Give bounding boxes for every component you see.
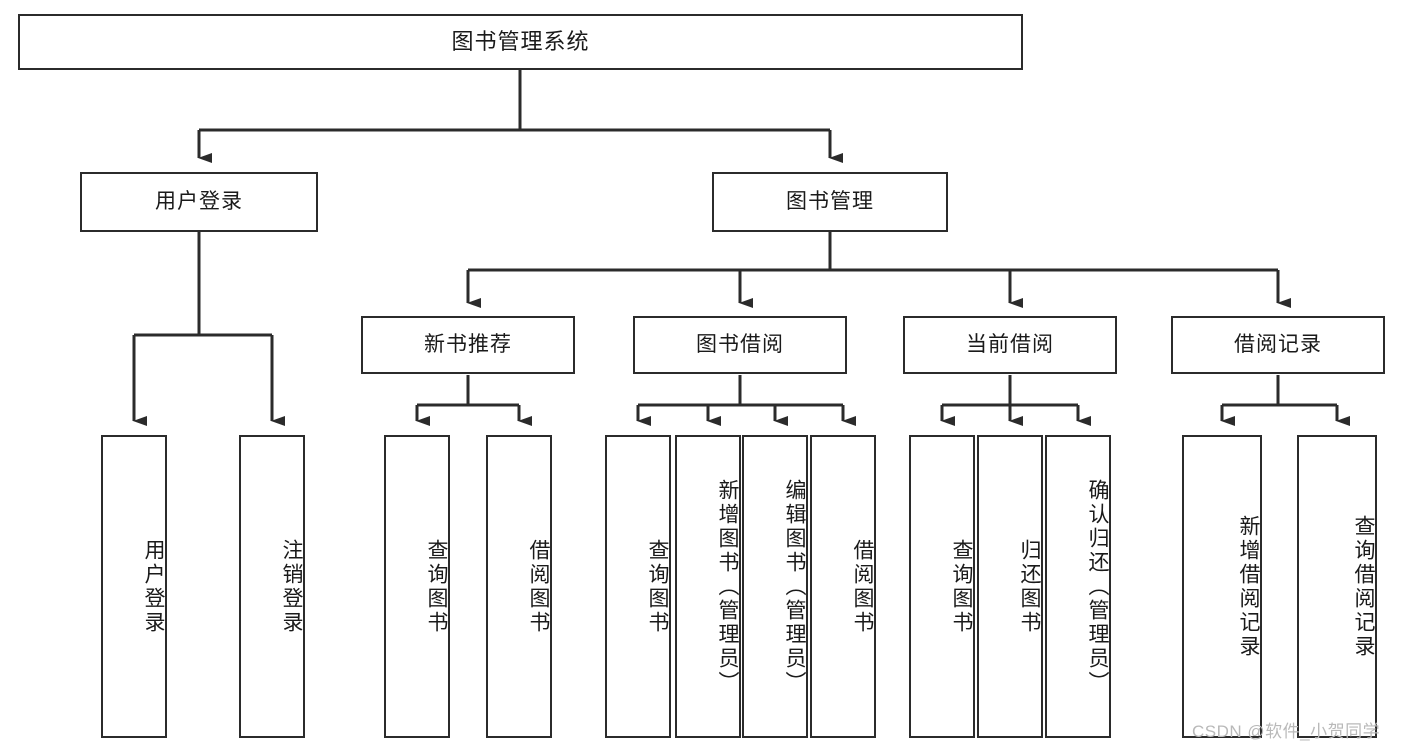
node-root[interactable]: 图书管理系统 [18,14,1023,70]
leaf-query-book-3[interactable]: 查询图书 [909,435,975,738]
leaf-query-book-1[interactable]: 查询图书 [384,435,450,738]
node-user-login[interactable]: 用户登录 [80,172,318,232]
leaf-edit-book[interactable]: 编辑图书（管理员） [742,435,808,738]
leaf-label: 用户登录 [142,538,165,635]
node-borrow-record[interactable]: 借阅记录 [1171,316,1385,374]
csdn-watermark: CSDN @软件_小贺同学 [1192,722,1381,741]
node-book-management[interactable]: 图书管理 [712,172,948,232]
leaf-borrow-book-2[interactable]: 借阅图书 [810,435,876,738]
leaf-query-record[interactable]: 查询借阅记录 [1297,435,1377,738]
leaf-label: 查询图书 [950,538,973,635]
leaf-confirm-return[interactable]: 确认归还（管理员） [1045,435,1111,738]
leaf-query-book-2[interactable]: 查询图书 [605,435,671,738]
leaf-return-book[interactable]: 归还图书 [977,435,1043,738]
leaf-user-logout[interactable]: 注销登录 [239,435,305,738]
leaf-add-book[interactable]: 新增图书（管理员） [675,435,741,738]
leaf-label: 新增借阅记录 [1237,514,1260,659]
leaf-label: 借阅图书 [851,538,874,635]
leaf-label: 注销登录 [280,538,303,635]
leaf-user-login[interactable]: 用户登录 [101,435,167,738]
node-book-borrow[interactable]: 图书借阅 [633,316,847,374]
leaf-label: 查询借阅记录 [1352,514,1375,659]
leaf-label: 查询图书 [425,538,448,635]
leaf-label: 确认归还（管理员） [1086,478,1109,695]
leaf-label: 编辑图书（管理员） [783,478,806,695]
leaf-label: 借阅图书 [527,538,550,635]
leaf-label: 查询图书 [646,538,669,635]
leaf-label: 归还图书 [1018,538,1041,635]
leaf-add-record[interactable]: 新增借阅记录 [1182,435,1262,738]
leaf-label: 新增图书（管理员） [716,478,739,695]
leaf-borrow-book-1[interactable]: 借阅图书 [486,435,552,738]
node-current-borrow[interactable]: 当前借阅 [903,316,1117,374]
node-new-book-recommend[interactable]: 新书推荐 [361,316,575,374]
